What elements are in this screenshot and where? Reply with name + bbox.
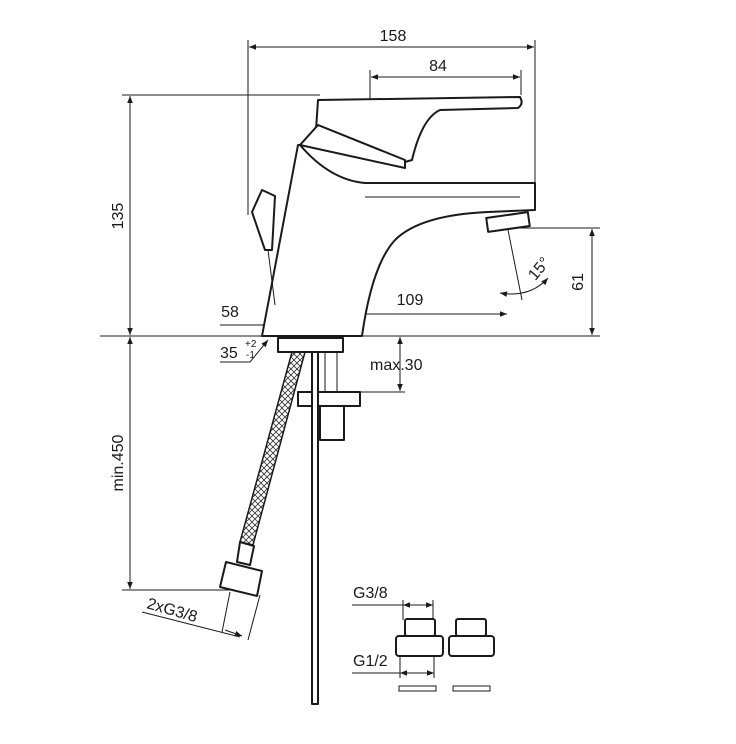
dim-109: 109 <box>397 292 424 309</box>
dim-35: 35 <box>220 345 238 362</box>
popup-rod <box>311 351 319 705</box>
braided-hose <box>239 351 306 546</box>
popup-knob <box>251 189 276 251</box>
spout-body <box>261 144 536 337</box>
dim-adapter-bottom: G1/2 <box>353 653 388 670</box>
dim-58: 58 <box>221 304 239 321</box>
dim-min450: min.450 <box>110 434 127 491</box>
fixing-plate <box>297 391 361 407</box>
dim-hose-thread: 2xG3/8 <box>145 596 199 627</box>
dim-adapter-top: G3/8 <box>353 585 388 602</box>
aerator <box>485 211 531 233</box>
faucet-body <box>251 96 536 337</box>
fixing-nut <box>319 405 345 441</box>
dim-61: 61 <box>570 273 587 291</box>
dim-max30: max.30 <box>370 357 423 374</box>
dim-135: 135 <box>110 203 127 230</box>
dim-angle: 15° <box>525 254 554 283</box>
base-plate <box>277 337 344 353</box>
dim-35-tol-plus: +2 <box>245 339 257 350</box>
adapters <box>395 618 495 692</box>
dim-84: 84 <box>429 58 447 75</box>
mounting-parts <box>219 337 361 705</box>
dim-35-tol-minus: -1 <box>246 350 255 361</box>
dim-158: 158 <box>380 28 407 45</box>
hose-nut <box>219 561 263 597</box>
